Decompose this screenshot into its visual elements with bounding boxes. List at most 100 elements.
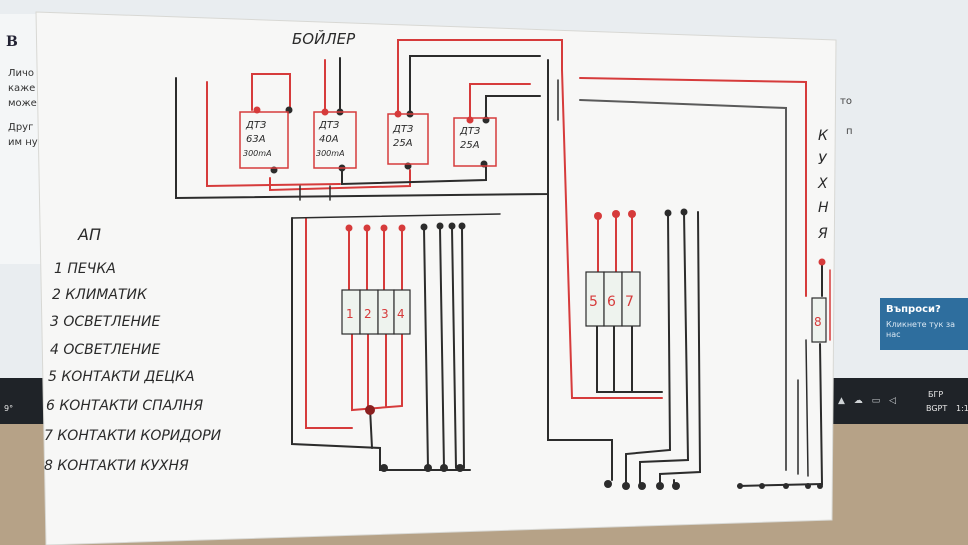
red-wire bbox=[348, 227, 403, 291]
legend-item: 8 КОНТАКТИ КУХНЯ bbox=[44, 458, 189, 474]
black-wire bbox=[797, 339, 809, 477]
breaker-type: ДТЗ bbox=[392, 124, 414, 135]
breaker-number: 4 bbox=[397, 307, 405, 321]
questions-panel[interactable]: Въпроси? Кликнете тук за нас bbox=[880, 298, 968, 350]
right-screen-text: то bbox=[840, 96, 852, 107]
red-wire bbox=[469, 83, 531, 119]
black-wire bbox=[291, 217, 471, 471]
legend-item: 6 КОНТАКТИ СПАЛНЯ bbox=[46, 398, 203, 414]
breaker-slot bbox=[393, 289, 411, 335]
black-wire bbox=[596, 325, 663, 393]
breaker-number: 3 bbox=[381, 307, 389, 321]
legend-item: 2 КЛИМАТИК bbox=[52, 287, 148, 303]
terminal-dot bbox=[398, 224, 406, 232]
breaker-number: 7 bbox=[625, 294, 634, 310]
legend-title: АП bbox=[77, 225, 101, 244]
window-text-line: каже bbox=[8, 83, 36, 94]
terminal-dot bbox=[365, 405, 375, 415]
window-text-line: може bbox=[8, 98, 37, 109]
terminal-dot bbox=[817, 483, 823, 489]
breaker-type: ДТЗ bbox=[318, 120, 340, 131]
terminal-dot bbox=[604, 480, 612, 488]
breaker-number: 2 bbox=[364, 307, 372, 321]
terminal-dot bbox=[594, 212, 602, 220]
red-wire bbox=[305, 217, 353, 429]
terminal-dot bbox=[664, 209, 672, 217]
legend-item: 4 ОСВЕТЛЕНИЕ bbox=[50, 342, 161, 358]
black-wire bbox=[299, 185, 331, 201]
breaker-sensitivity: 300mA bbox=[316, 149, 345, 158]
breaker-group-3: 8 bbox=[811, 297, 827, 343]
black-wire bbox=[423, 227, 465, 469]
terminal-dot bbox=[737, 483, 743, 489]
vertical-letter: Н bbox=[818, 200, 829, 216]
black-wire bbox=[409, 55, 541, 113]
terminal-dot bbox=[628, 210, 636, 218]
terminal-dot bbox=[363, 224, 371, 232]
black-wire bbox=[625, 211, 702, 487]
terminal-dot bbox=[805, 483, 811, 489]
red-wire bbox=[579, 77, 807, 297]
vertical-letter: К bbox=[818, 128, 829, 144]
terminal-dot bbox=[424, 464, 432, 472]
red-wire bbox=[269, 169, 411, 192]
terminal-dot bbox=[420, 223, 428, 231]
tray-clock[interactable]: 1:1 bbox=[956, 404, 968, 413]
tray-language[interactable]: БГР bbox=[928, 390, 944, 399]
terminal-dot bbox=[440, 464, 448, 472]
terminal-dot bbox=[680, 208, 688, 216]
terminal-dot bbox=[638, 482, 646, 490]
breaker-rating: 63А bbox=[246, 134, 266, 145]
legend-item: 1 ПЕЧКА bbox=[54, 261, 116, 277]
red-wire bbox=[351, 333, 403, 412]
red-wire bbox=[251, 73, 291, 111]
legend-item: 5 КОНТАКТИ ДЕЦКА bbox=[48, 369, 195, 385]
window-letter: B bbox=[6, 34, 18, 50]
red-wire bbox=[561, 69, 663, 399]
terminal-dot bbox=[436, 222, 444, 230]
breaker-box bbox=[387, 113, 429, 165]
terminal-dot bbox=[612, 210, 620, 218]
breaker-3: ДТЗ 25А bbox=[387, 113, 429, 165]
breaker-rating: 40А bbox=[319, 134, 339, 145]
questions-subtitle: Кликнете тук за нас bbox=[886, 320, 955, 340]
breaker-group-2: 5 6 7 bbox=[585, 271, 641, 327]
wiring bbox=[175, 39, 831, 487]
window-text-line: Личо bbox=[8, 68, 35, 79]
breaker-2: ДТЗ 40А 300mA bbox=[313, 111, 357, 169]
terminal-dot bbox=[380, 224, 388, 232]
breaker-slot bbox=[621, 271, 641, 327]
questions-sub-line: Кликнете тук за bbox=[886, 320, 956, 329]
window-text-line: им ну bbox=[8, 137, 38, 148]
questions-title: Въпроси? bbox=[886, 304, 941, 315]
terminal-dot bbox=[672, 482, 680, 490]
breaker-group-1: 1 2 3 4 bbox=[341, 289, 411, 335]
terminal-dot bbox=[759, 483, 765, 489]
black-wire bbox=[579, 99, 787, 471]
right-screen-text: п bbox=[846, 126, 853, 137]
tray-keyboard-layout[interactable]: BGPT bbox=[926, 404, 948, 413]
red-wire bbox=[597, 215, 633, 273]
legend: АП 1 ПЕЧКА 2 КЛИМАТИК 3 ОСВЕТЛЕНИЕ 4 ОСВ… bbox=[44, 225, 222, 474]
legend-item: 7 КОНТАКТИ КОРИДОРИ bbox=[44, 428, 222, 444]
legend-item: 3 ОСВЕТЛЕНИЕ bbox=[50, 314, 161, 330]
breaker-box bbox=[453, 117, 497, 167]
breaker-rating: 25А bbox=[460, 140, 480, 151]
terminal-dot bbox=[458, 222, 466, 230]
vertical-letter: У bbox=[818, 152, 828, 168]
breaker-number: 1 bbox=[346, 307, 354, 321]
kitchen-vertical-label: К У Х Н Я bbox=[817, 128, 829, 242]
window-text-line: Друг bbox=[8, 122, 34, 133]
terminal-dot bbox=[818, 258, 826, 266]
black-wire bbox=[291, 213, 501, 219]
breaker-type: ДТЗ bbox=[459, 126, 481, 137]
tray-temperature: 9° bbox=[4, 404, 14, 413]
breaker-number: 5 bbox=[589, 294, 598, 310]
breaker-number: 6 bbox=[607, 294, 616, 310]
black-wire bbox=[485, 95, 541, 119]
vertical-letter: Х bbox=[817, 176, 828, 192]
red-wire bbox=[397, 39, 563, 113]
breaker-box bbox=[239, 111, 289, 169]
terminal-dot bbox=[345, 224, 353, 232]
